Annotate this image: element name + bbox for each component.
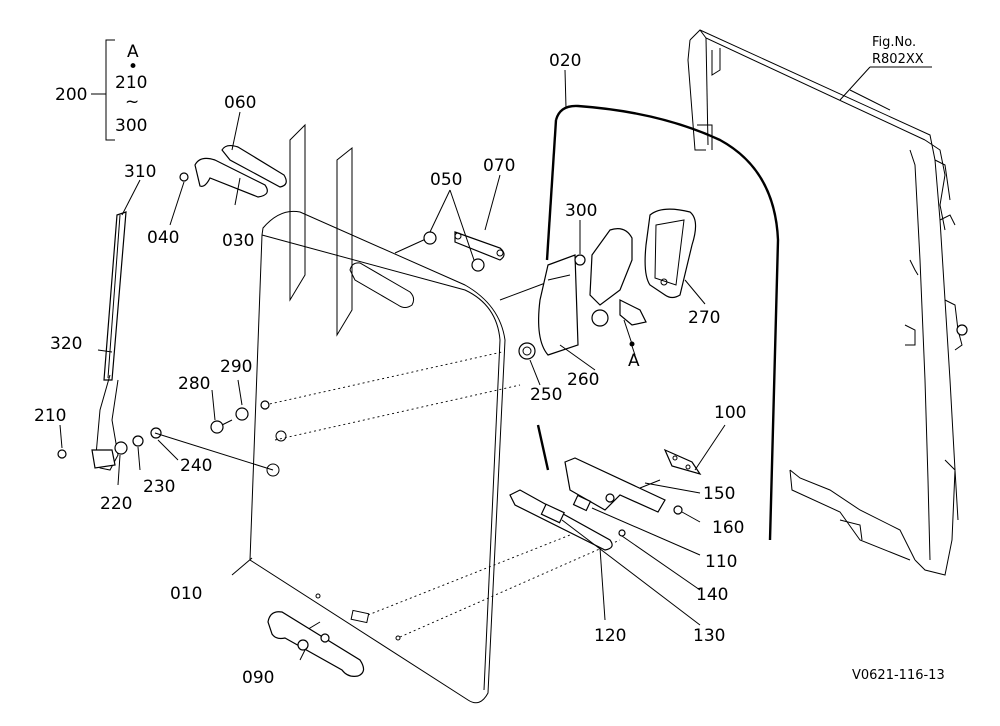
callout-050: 050	[430, 170, 462, 190]
callout-030: 030	[222, 231, 254, 251]
callout-270: 270	[688, 308, 720, 328]
group-top: A	[127, 42, 139, 62]
callout-060: 060	[224, 93, 256, 113]
callout-010: 010	[170, 584, 202, 604]
callout-110: 110	[705, 552, 737, 572]
callout-230: 230	[143, 477, 175, 497]
callout-120: 120	[594, 626, 626, 646]
callout-labels: 310 040 060 030 050 070 020 300 270 A 26…	[34, 51, 746, 688]
callout-140: 140	[696, 585, 728, 605]
callout-260: 260	[567, 370, 599, 390]
group-bracket-200: 200 A • 210 ~ 300	[55, 39, 147, 141]
wiper-assembly	[57, 211, 274, 471]
callout-leaders	[59, 69, 726, 661]
callout-040: 040	[147, 228, 179, 248]
fig-no-label: Fig.No.	[872, 35, 916, 50]
callout-220: 220	[100, 494, 132, 514]
glass-020	[536, 104, 780, 541]
callout-300: 300	[565, 201, 597, 221]
callout-070: 070	[483, 156, 515, 176]
figure-number: Fig.No. R802XX	[839, 35, 932, 101]
drawing-code: V0621-116-13	[852, 668, 945, 683]
cab-frame	[687, 29, 968, 576]
group-mid: 210	[115, 73, 147, 93]
latch-bracket	[509, 448, 702, 551]
callout-130: 130	[693, 626, 725, 646]
fig-no-value: R802XX	[872, 52, 924, 67]
motor-assembly	[518, 208, 697, 360]
group-tilde: ~	[125, 92, 139, 112]
callout-250: 250	[530, 385, 562, 405]
callout-210: 210	[34, 406, 66, 426]
bolts-280-290	[210, 400, 270, 434]
bolt-040	[179, 172, 189, 182]
handle-recess	[349, 262, 415, 308]
callout-290: 290	[220, 357, 252, 377]
handle-030	[194, 144, 287, 198]
callout-280: 280	[178, 374, 210, 394]
callout-150: 150	[703, 484, 735, 504]
callout-160: 160	[712, 518, 744, 538]
callout-310: 310	[124, 162, 156, 182]
link-070	[423, 231, 505, 272]
handle-090	[267, 611, 365, 677]
callout-020: 020	[549, 51, 581, 71]
group-dot: •	[128, 57, 138, 77]
callout-090: 090	[242, 668, 274, 688]
callout-200: 200	[55, 85, 87, 105]
group-bottom: 300	[115, 116, 147, 136]
ref-a: A	[628, 351, 640, 371]
callout-100: 100	[714, 403, 746, 423]
door-010	[249, 210, 506, 704]
callout-320: 320	[50, 334, 82, 354]
callout-240: 240	[180, 456, 212, 476]
